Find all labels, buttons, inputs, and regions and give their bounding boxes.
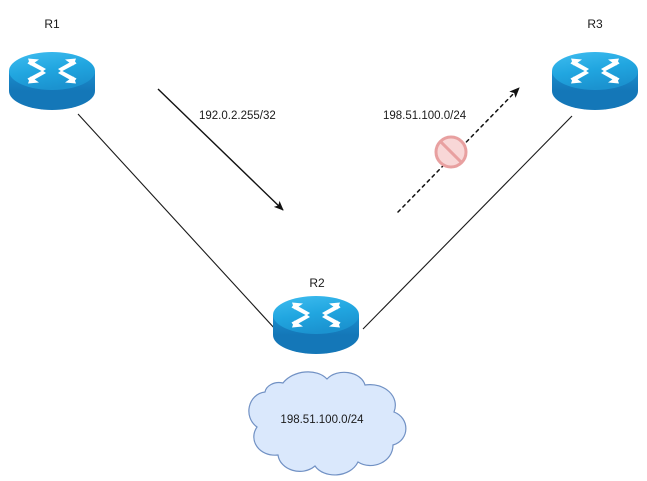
link-group <box>77 113 573 331</box>
router-icon[interactable] <box>9 52 95 110</box>
flow-blocked-label: 198.51.100.0/24 <box>383 110 467 122</box>
cloud-label: 198.51.100.0/24 <box>280 414 364 426</box>
router-icon[interactable] <box>273 296 359 354</box>
link-r1-r2[interactable] <box>77 113 277 331</box>
no-entry-icon <box>434 135 468 169</box>
node-r3-label: R3 <box>587 17 603 31</box>
cloud-node[interactable]: 198.51.100.0/24 <box>248 371 407 476</box>
node-r1-label: R1 <box>44 17 60 31</box>
node-r2-label: R2 <box>309 276 325 290</box>
node-r1[interactable]: R1 <box>9 17 95 110</box>
cloud-icon <box>248 371 407 476</box>
node-r2[interactable]: R2 <box>273 276 359 354</box>
router-icon[interactable] <box>552 52 638 110</box>
flow-blocked[interactable]: 198.51.100.0/24 <box>383 87 520 213</box>
link-r3-r2[interactable] <box>362 115 573 330</box>
flow-advertised[interactable]: 192.0.2.255/32 <box>157 88 284 211</box>
flow-advertised-label: 192.0.2.255/32 <box>199 110 276 122</box>
node-r3[interactable]: R3 <box>552 17 638 110</box>
flow-advertised-arrow[interactable] <box>157 88 284 211</box>
